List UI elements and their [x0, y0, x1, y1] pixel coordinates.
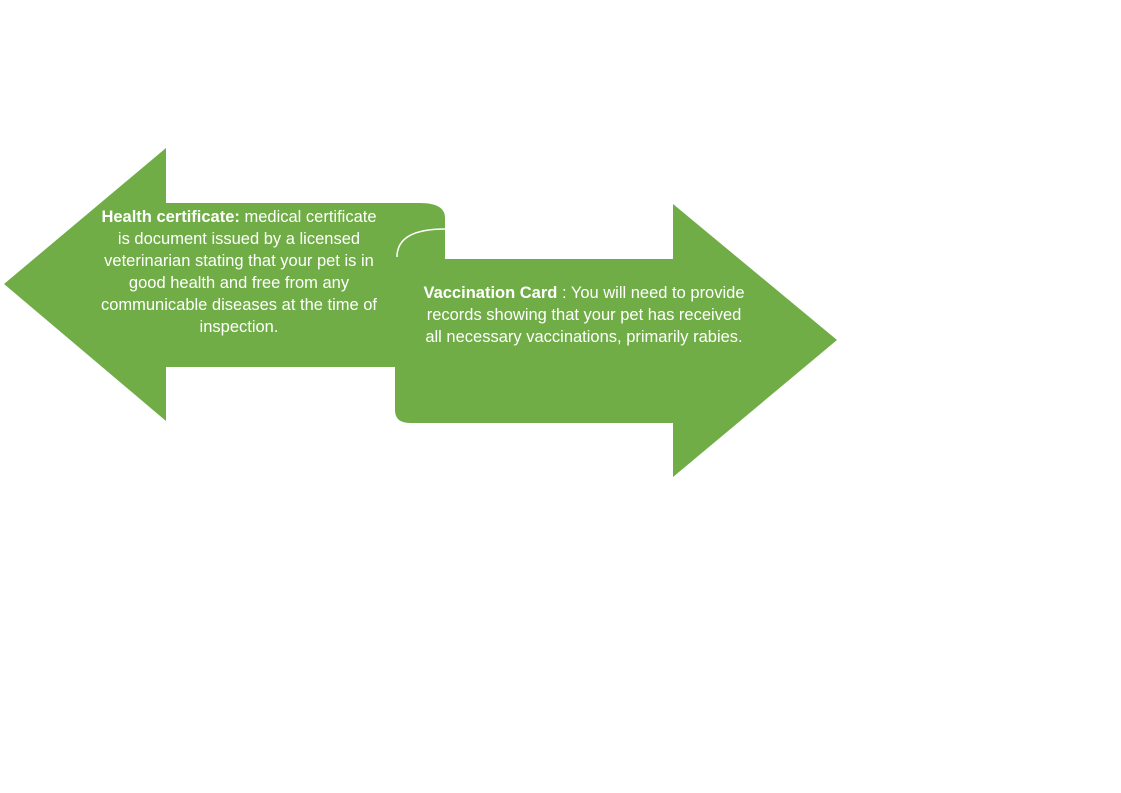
left-arrow-shape: [4, 148, 445, 421]
vaccination-card-description: : You will need to provide records showi…: [425, 284, 745, 346]
vaccination-card-text: Vaccination Card : You will need to prov…: [418, 282, 750, 348]
health-certificate-term: Health certificate:: [101, 208, 240, 226]
health-certificate-description: medical certificate is document issued b…: [100, 208, 378, 336]
health-certificate-text: Health certificate: medical certificate …: [98, 206, 380, 338]
right-arrow-shape: [395, 204, 837, 477]
vaccination-card-term: Vaccination Card: [423, 284, 558, 302]
ribbon-fold-edge: [396, 228, 446, 258]
